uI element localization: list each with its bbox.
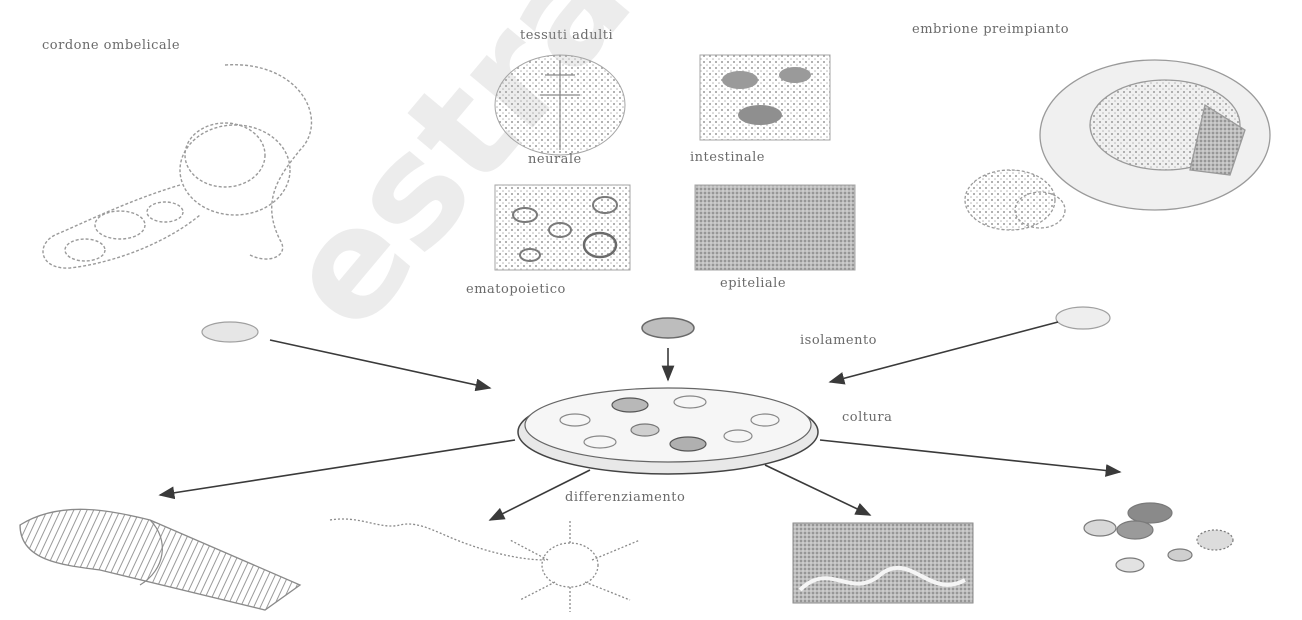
arrow-dish-to-epithelium	[765, 465, 870, 515]
label-hematopoietic: ematopoietico	[466, 282, 566, 297]
label-epithelial: epiteliale	[720, 276, 786, 291]
blood-cells-illustration	[1084, 503, 1233, 572]
intestinal-tissue-illustration	[700, 55, 830, 140]
arrow-right-to-dish	[830, 322, 1058, 382]
label-differentiation: differenziamento	[565, 490, 685, 505]
muscle-fiber-illustration	[20, 509, 300, 610]
epithelial-tissue-illustration	[695, 185, 855, 270]
isolated-cell-center	[642, 318, 694, 338]
neuron-illustration	[330, 519, 640, 612]
embryo-illustration	[965, 60, 1270, 230]
isolated-cell-left	[202, 322, 258, 342]
label-intestinal: intestinale	[690, 150, 765, 165]
label-embryo: embrione preimpianto	[912, 22, 1069, 37]
arrow-dish-to-muscle	[160, 440, 515, 495]
culture-dish	[518, 388, 818, 474]
epithelium-illustration	[793, 523, 973, 603]
arrow-dish-to-blood	[820, 440, 1120, 472]
label-umbilical-cord: cordone ombelicale	[42, 38, 180, 53]
isolated-cell-right	[1056, 307, 1110, 329]
label-isolation: isolamento	[800, 333, 877, 348]
label-culture: coltura	[842, 410, 892, 425]
